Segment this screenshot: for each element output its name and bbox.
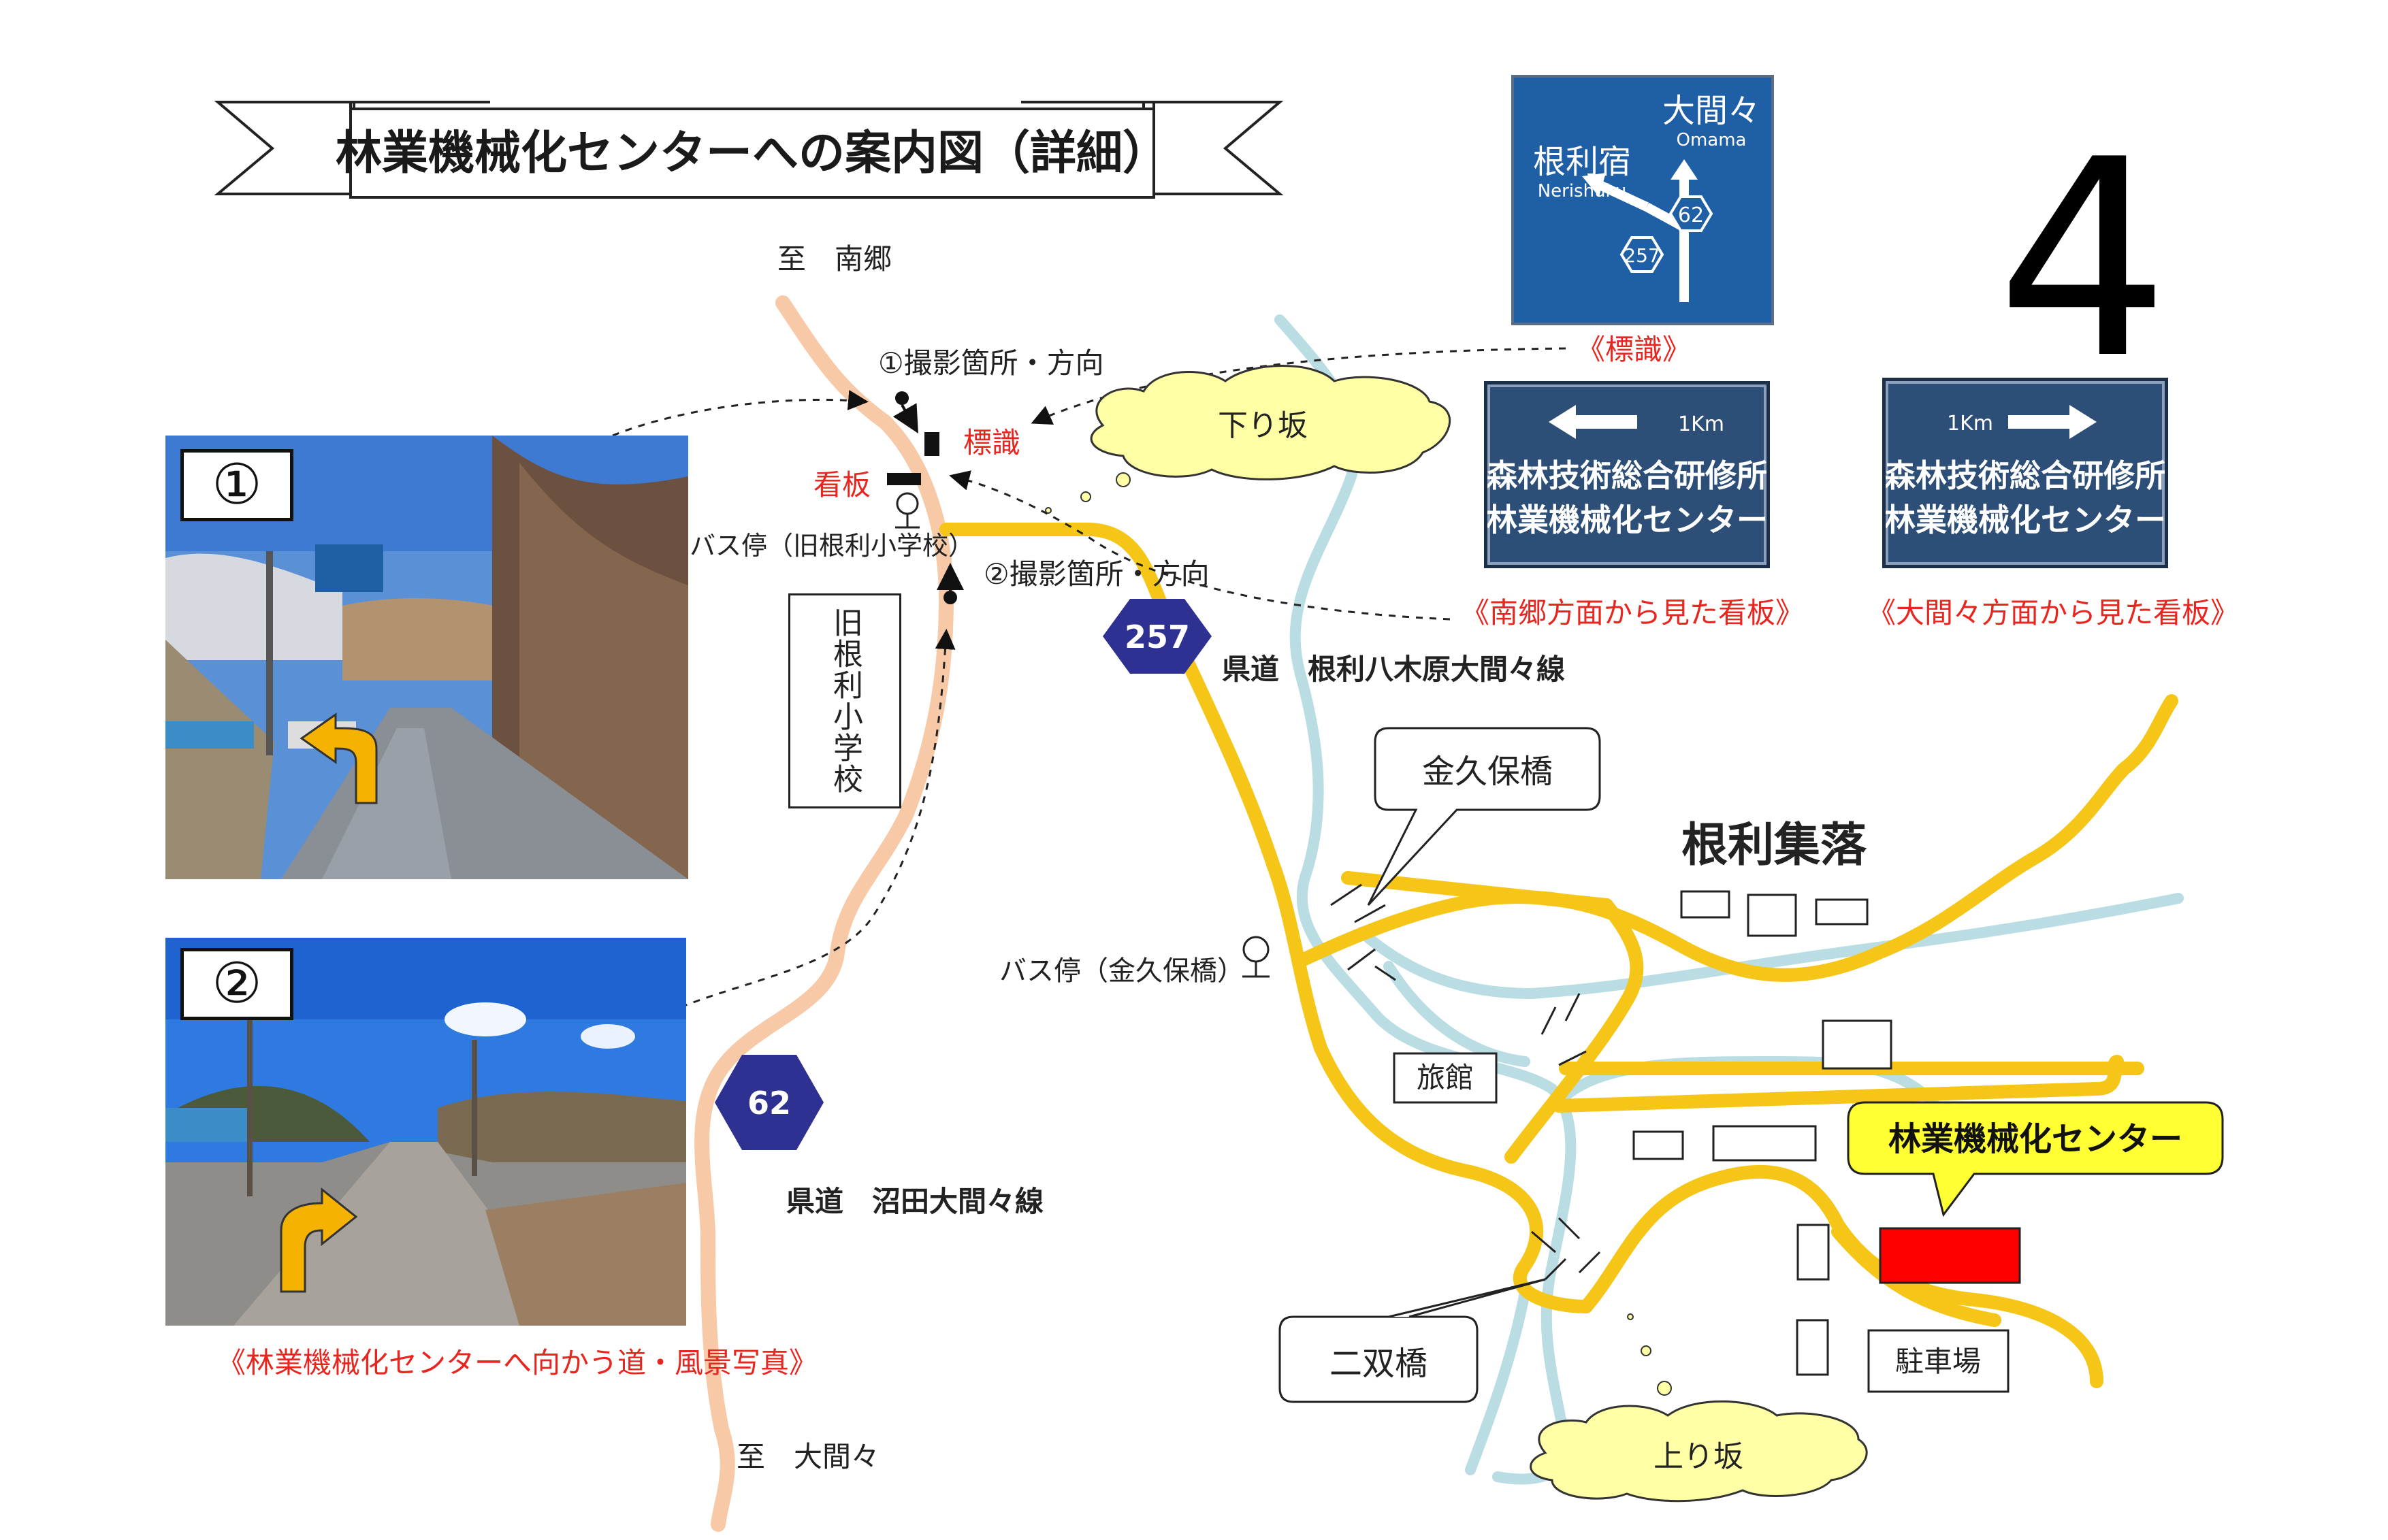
buildings — [1632, 890, 1892, 1376]
road-sign-upper-dest-en: Omama — [1677, 130, 1747, 150]
prefectural-road-62 — [694, 295, 954, 1532]
road-sign-route-a: 62 — [1678, 203, 1704, 227]
road-sign-left-dest-en: Nerishuku — [1538, 181, 1627, 201]
page-title: 林業機械化センターへの案内図（詳細） — [336, 127, 1169, 180]
camera-point-2 — [937, 563, 964, 604]
sign-label: 標識 — [963, 426, 1020, 459]
destination-building — [1879, 1227, 2021, 1284]
photo-1 — [165, 436, 688, 879]
route-62-hex: 62 — [715, 1055, 824, 1150]
route-257-name: 県道 根利八木原大間々線 — [1222, 653, 1565, 686]
signboard-omama-image: 1Km 森林技術総合研修所 林業機械化センター — [1882, 378, 2168, 568]
photo-point-1-label: ①撮影箇所・方向 — [878, 346, 1104, 380]
direction-south: 至 大間々 — [737, 1440, 880, 1473]
photo-1-badge: ① — [180, 449, 293, 521]
parking-road — [1831, 1225, 2001, 1327]
signboard-nango-drawing: 1Km 森林技術総合研修所 林業機械化センター — [1486, 405, 1768, 538]
village-label: 根利集落 — [1681, 819, 1867, 872]
title-ribbon: 林業機械化センターへの案内図（詳細） — [214, 101, 1284, 199]
destination-label: 林業機械化センター — [1888, 1120, 2182, 1158]
camera-point-1 — [892, 391, 918, 433]
red-map-labels: 標識 看板 — [813, 426, 1020, 502]
route-62-name: 県道 沼田大間々線 — [786, 1185, 1044, 1218]
map-labels: 至 南郷 至 大間々 ①撮影箇所・方向 ②撮影箇所・方向 バス停（旧根利小学校）… — [690, 242, 1867, 1473]
route-257-hex: 257 — [1103, 599, 1212, 674]
signboard-omama-line1: 森林技術総合研修所 — [1886, 457, 2165, 494]
road-sign-left-dest-ja: 根利宿 — [1533, 143, 1631, 181]
signboard-label: 看板 — [813, 468, 871, 502]
downhill-cloud: 下り坂 — [1045, 365, 1451, 514]
signboard-omama-drawing: 1Km 森林技術総合研修所 林業機械化センター — [1884, 405, 2166, 538]
road-sign-drawing: 62 257 大間々 Omama 根利宿 Nerishuku — [1514, 78, 1771, 323]
route-62-number: 62 — [747, 1085, 791, 1121]
view-lines — [612, 347, 1566, 1009]
road-sign-route-b: 257 — [1624, 244, 1660, 267]
bridge-ticks — [1330, 883, 1601, 1281]
photos-caption: 《林業機械化センターへ向かう道・風景写真》 — [217, 1346, 818, 1379]
downhill-label: 下り坂 — [1218, 408, 1308, 443]
road-sign-image: 62 257 大間々 Omama 根利宿 Nerishuku — [1511, 75, 1774, 325]
signboard-omama-distance: 1Km — [1947, 412, 1993, 436]
bus-stop-icon-old-school — [895, 492, 920, 529]
parking-label: 駐車場 — [1895, 1345, 1981, 1378]
bus-stop-kanakubo-label: バス停（金久保橋） — [999, 955, 1244, 987]
signboard-marker — [887, 473, 921, 485]
inn-box — [1393, 1052, 1498, 1104]
futaba-bridge-label: 二双橋 — [1329, 1345, 1427, 1383]
uphill-label: 上り坂 — [1653, 1439, 1743, 1474]
page-number: 4 — [1997, 102, 2170, 419]
direction-north: 至 南郷 — [777, 242, 892, 276]
sign-marker — [924, 432, 939, 456]
bus-stop-old-school-label: バス停（旧根利小学校） — [690, 531, 974, 561]
kanakubo-bridge-label: 金久保橋 — [1422, 753, 1553, 791]
road-sign-upper-dest-ja: 大間々 — [1662, 92, 1760, 130]
photo-2-badge: ② — [180, 948, 293, 1020]
old-school-label: 旧根利小学校 — [828, 607, 862, 795]
inn-label: 旅館 — [1417, 1061, 1474, 1094]
photo-point-2-label: ②撮影箇所・方向 — [984, 557, 1210, 591]
signboard-nango-caption: 《南郷方面から見た看板》 — [1461, 596, 1804, 629]
signboard-omama-caption: 《大間々方面から見た看板》 — [1867, 596, 2239, 629]
kanakubo-bridge-callout: 金久保橋 — [1367, 727, 1601, 906]
signboard-nango-line2: 林業機械化センター — [1487, 502, 1766, 538]
photo-1-badge-text: ① — [212, 453, 262, 517]
photo-1-scene — [165, 436, 688, 879]
signboard-nango-image: 1Km 森林技術総合研修所 林業機械化センター — [1484, 381, 1770, 568]
captions: 《標識》 《南郷方面から見た看板》 《大間々方面から見た看板》 《林業機械化セン… — [217, 333, 2239, 1379]
bus-stop-icon-kanakubo — [1242, 936, 1270, 978]
destination-callout: 林業機械化センター — [1847, 1101, 2224, 1217]
futaba-bridge-callout: 二双橋 — [1278, 1278, 1546, 1403]
uphill-cloud: 上り坂 — [1530, 1313, 1868, 1503]
route-257-number: 257 — [1125, 619, 1190, 655]
road-sign-caption: 《標識》 — [1577, 333, 1691, 366]
signboard-nango-line1: 森林技術総合研修所 — [1487, 457, 1766, 494]
parking-box — [1867, 1329, 2010, 1393]
photo-2-badge-text: ② — [212, 951, 262, 1016]
signboard-omama-line2: 林業機械化センター — [1886, 502, 2165, 538]
signboard-nango-distance: 1Km — [1678, 412, 1724, 436]
old-school-box: 旧根利小学校 — [788, 593, 901, 808]
main-roads — [939, 523, 2178, 1388]
